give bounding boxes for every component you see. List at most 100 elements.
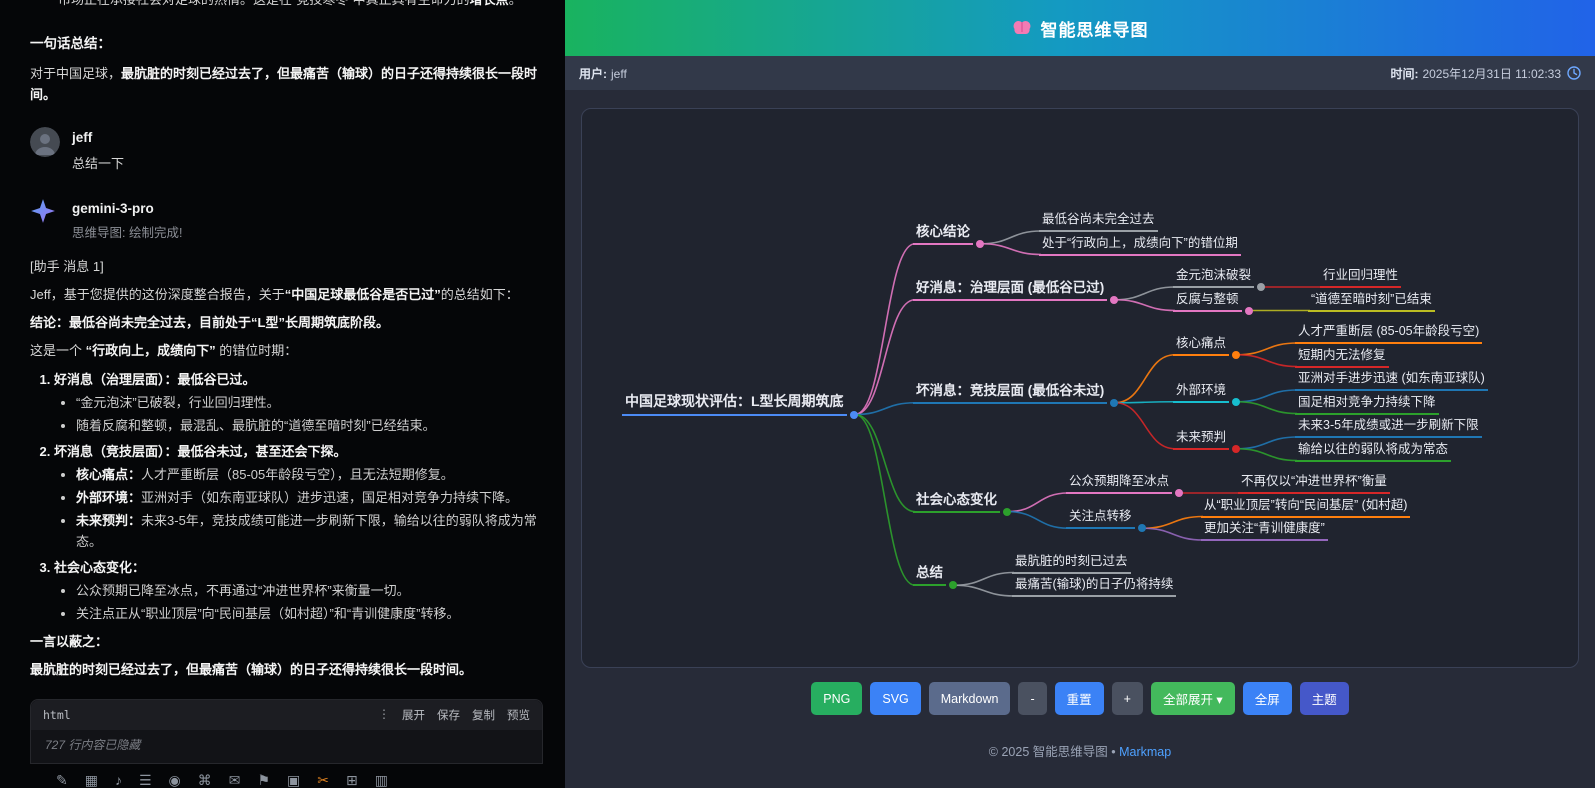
mindmap-nodes: 中国足球现状评估：L型长周期筑底 核心结论 最低谷尚未完全过去处于“行政向上，成绩向…: [582, 109, 1578, 667]
assistant-subpoint: 关注点正从“职业顶层”向“民间基层（如村超）”和“青训健康度”转移。: [76, 603, 543, 624]
mindmap-node[interactable]: 未来预判: [1173, 425, 1230, 450]
assistant-conclusion: 结论：最低谷尚未完全过去，目前处于“L型”长周期筑底阶段。: [30, 315, 389, 331]
export-markdown-button[interactable]: Markdown: [928, 682, 1011, 715]
chat-panel: 其视为“偿还历史欠债”的必然过程，而非新的崩盘信号。 关注指标切换：停止用“冲进…: [0, 0, 565, 788]
mindmap-node[interactable]: 行业回归理性: [1320, 263, 1402, 288]
markmap-link[interactable]: Markmap: [1119, 745, 1172, 759]
mindmap-node[interactable]: 最痛苦(输球)的日子仍将持续: [1012, 572, 1177, 597]
zoom-in-button[interactable]: +: [1111, 682, 1143, 715]
mindmap-node[interactable]: 核心结论: [913, 219, 973, 245]
mindmap-collapse-circle[interactable]: [1110, 295, 1118, 304]
expand-all-button[interactable]: 全部展开 ▾: [1150, 682, 1235, 715]
composer-toolbar: ✎ ▦ ♪ ☰ ◉ ⌘ ✉ ⚑ ▣ ✂ ⊞ ▥: [0, 768, 565, 788]
mindmap-node[interactable]: 最肮脏的时刻已过去: [1012, 549, 1131, 574]
chat-bullet-item: 识别真机会：虽然职业层面在“横盘”，但民间赛事（村超、草根联赛）和青少年培训市场…: [58, 0, 543, 10]
mindmap-links: [854, 230, 1322, 597]
mindmap-node[interactable]: 更加关注“青训健康度”: [1201, 516, 1328, 541]
zoom-out-button[interactable]: -: [1018, 682, 1047, 715]
mindmap-collapse-circle[interactable]: [1110, 398, 1118, 407]
fullscreen-button[interactable]: 全屏: [1242, 682, 1292, 715]
composer-icon[interactable]: ▣: [287, 772, 301, 788]
mindmap-collapse-circle[interactable]: [1138, 524, 1146, 533]
composer-icon[interactable]: ⊞: [346, 772, 358, 788]
mindmap-node[interactable]: 从“职业顶层”转向“民间基层” (如村超): [1201, 493, 1411, 518]
mindmap-collapse-circle[interactable]: [1245, 306, 1253, 315]
mindmap-collapse-circle[interactable]: [1232, 444, 1240, 453]
code-action-save[interactable]: 保存: [437, 707, 460, 723]
composer-icon[interactable]: ⚑: [257, 772, 271, 788]
composer-icon[interactable]: ▥: [374, 772, 388, 788]
mindmap-collapse-circle[interactable]: [1232, 397, 1240, 406]
code-block: html ⋮展开保存复制预览 727 行内容已隐藏: [30, 699, 543, 764]
composer-icon[interactable]: ⌘: [197, 772, 212, 788]
composer-icon[interactable]: ▦: [84, 772, 98, 788]
code-action-expand[interactable]: 展开: [402, 707, 425, 723]
mindmap-collapse-circle[interactable]: [949, 581, 957, 590]
mindmap-node[interactable]: 外部环境: [1173, 378, 1230, 403]
mindmap-node[interactable]: 社会心态变化: [913, 487, 1000, 513]
composer-icon[interactable]: ✎: [56, 772, 68, 788]
mindmap-node[interactable]: 公众预期降至冰点: [1066, 469, 1173, 494]
assistant-subpoint: 外部环境：亚洲对手（如东南亚球队）进步迅速，国足相对竞争力持续下降。: [76, 487, 543, 508]
mindmap-node[interactable]: 核心痛点: [1173, 331, 1230, 356]
mindmap-collapse-circle[interactable]: [1232, 350, 1240, 359]
code-actions: ⋮ 展开保存复制预览: [378, 705, 530, 724]
mindmap-collapse-circle[interactable]: [1003, 507, 1011, 516]
user-avatar-image: [30, 127, 60, 158]
app-title: 智能思维导图: [1040, 20, 1149, 40]
assistant-message-body: [助手 消息 1] Jeff，基于您提供的这份深度整合报告，关于“中国足球最低谷…: [30, 249, 543, 687]
assistant-message-header: gemini-3-pro 思维导图: 绘制完成!: [30, 198, 543, 243]
time-info: 时间:2025年12月31日 11:02:33: [1390, 65, 1581, 82]
mindmap-node[interactable]: 好消息：治理层面 (最低谷已过): [913, 275, 1108, 301]
mindmap-canvas[interactable]: 中国足球现状评估：L型长周期筑底 核心结论 最低谷尚未完全过去处于“行政向上，成绩向…: [581, 108, 1579, 668]
code-action-preview[interactable]: 预览: [507, 707, 530, 723]
code-menu-icon[interactable]: ⋮: [378, 707, 390, 722]
assistant-subpoint: 未来预判：未来3-5年，竞技成绩可能进一步刷新下限，输给以往的弱队将成为常态。: [76, 510, 543, 552]
mindmap-node[interactable]: 关注点转移: [1066, 504, 1135, 530]
assistant-final-text: 最肮脏的时刻已经过去了，但最痛苦（输球）的日子还得持续很长一段时间。: [30, 662, 473, 678]
brain-icon: [1013, 20, 1030, 34]
assistant-subpoint: 公众预期已降至冰点，不再通过“冲进世界杯”来衡量一切。: [76, 580, 543, 601]
composer-icon[interactable]: ☰: [138, 772, 152, 788]
mindmap-node[interactable]: 亚洲对手进步迅速 (如东南亚球队): [1295, 366, 1488, 391]
code-language-label: html: [43, 707, 71, 722]
mindmap-node[interactable]: 输给以往的弱队将成为常态: [1295, 437, 1452, 462]
gemini-sparkle-icon: [30, 198, 60, 228]
summary-heading: 一句话总结：: [30, 36, 111, 52]
assistant-subpoint: 核心痛点：人才严重断层（85-05年龄段亏空），且无法短期修复。: [76, 464, 543, 485]
export-svg-button[interactable]: SVG: [870, 682, 921, 715]
mindmap-collapse-circle[interactable]: [976, 239, 984, 248]
chat-scroll-area[interactable]: 其视为“偿还历史欠债”的必然过程，而非新的崩盘信号。 关注指标切换：停止用“冲进…: [0, 0, 565, 768]
summary-paragraph: 对于中国足球，最肮脏的时刻已经过去了，但最痛苦（输球）的日子还得持续很长一段时间…: [30, 66, 538, 103]
mindmap-collapse-circle[interactable]: [1175, 489, 1183, 497]
mindmap-collapse-circle[interactable]: [1257, 283, 1265, 291]
mindmap-node[interactable]: 人才严重断层 (85-05年龄段亏空): [1295, 319, 1483, 344]
composer-icon[interactable]: ✂: [317, 772, 330, 788]
mindmap-node[interactable]: 短期内无法修复: [1295, 343, 1389, 368]
mindmap-node[interactable]: 总结: [913, 560, 946, 587]
mindmap-node[interactable]: 中国足球现状评估：L型长周期筑底: [622, 390, 847, 416]
composer-icon[interactable]: ✉: [228, 772, 241, 788]
user-info: 用户:jeff: [579, 66, 627, 81]
reset-button[interactable]: 重置: [1054, 682, 1104, 715]
mindmap-infobar: 用户:jeff 时间:2025年12月31日 11:02:33: [565, 56, 1595, 90]
mindmap-node[interactable]: 处于“行政向上，成绩向下”的错位期: [1039, 231, 1241, 256]
jeff-avatar[interactable]: [30, 127, 60, 158]
export-png-button[interactable]: PNG: [811, 682, 863, 715]
mindmap-node[interactable]: “道德至暗时刻”已结束: [1308, 287, 1435, 312]
mindmap-node[interactable]: 坏消息：竞技层面 (最低谷未过): [913, 378, 1108, 404]
assistant-point: 社会心态变化：公众预期已降至冰点，不再通过“冲进世界杯”来衡量一切。关注点正从“…: [54, 557, 543, 624]
mindmap-node[interactable]: 反腐与整顿: [1173, 287, 1242, 312]
mindmap-node[interactable]: 不再仅以“冲进世界杯”衡量: [1238, 469, 1390, 494]
mindmap-collapse-circle[interactable]: [850, 410, 858, 419]
mindmap-node[interactable]: 未来3-5年成绩或进一步刷新下限: [1295, 413, 1482, 438]
composer-icon[interactable]: ♪: [114, 772, 122, 788]
mindmap-node[interactable]: 最低谷尚未完全过去: [1039, 207, 1158, 232]
mindmap-node[interactable]: 国足相对竞争力持续下降: [1295, 390, 1439, 415]
code-action-copy[interactable]: 复制: [472, 707, 495, 723]
theme-button[interactable]: 主题: [1299, 682, 1349, 715]
composer-icon[interactable]: ◉: [168, 772, 181, 788]
mindmap-node[interactable]: 金元泡沫破裂: [1173, 263, 1255, 288]
